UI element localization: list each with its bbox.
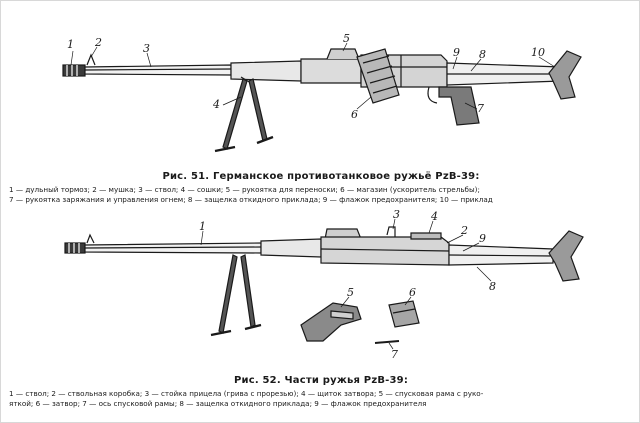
callout-1: 1 (67, 38, 74, 51)
figure-51-legend-line-1: 1 — дульный тормоз; 2 — мушка; 3 — ствол… (9, 185, 480, 194)
figure-51-title-text: Германское противотанковое ружьё PzB-39: (212, 171, 480, 182)
figure-51-caption-title: Рис. 51. Германское противотанковое ружь… (1, 171, 640, 182)
callout-9: 9 (479, 232, 486, 245)
callout-8: 8 (489, 280, 496, 293)
callout-1: 1 (199, 220, 206, 233)
callout-4: 4 (213, 98, 220, 111)
callout-10: 10 (531, 46, 545, 59)
callout-5: 5 (347, 286, 354, 299)
callout-6: 6 (351, 108, 358, 121)
figure-52-illustration: 1 2 3 4 5 6 7 8 9 (1, 207, 640, 375)
callout-9: 9 (453, 46, 460, 59)
callout-2: 2 (95, 36, 102, 49)
figure-52-legend-line-2: яткой; 6 — затвор; 7 — ось спусковой рам… (9, 398, 427, 408)
figure-52-caption-title: Рис. 52. Части ружья PzB-39: (1, 375, 640, 386)
figure-51-legend: 1 — дульный тормоз; 2 — мушка; 3 — ствол… (9, 185, 633, 204)
callout-3: 3 (393, 208, 400, 221)
callout-4: 4 (431, 210, 438, 223)
figure-52-title-text: Части ружья PzB-39: (284, 375, 409, 386)
callout-6: 6 (409, 286, 416, 299)
callout-2: 2 (461, 224, 468, 237)
callout-7: 7 (391, 348, 398, 361)
rifle-parts-drawing-52 (64, 218, 584, 350)
figure-52-legend-line-1: 1 — ствол; 2 — ствольная коробка; 3 — ст… (9, 389, 484, 398)
figure-51-number: Рис. 51. (162, 171, 210, 182)
callout-5: 5 (343, 32, 350, 45)
figure-52-legend: 1 — ствол; 2 — ствольная коробка; 3 — ст… (9, 389, 633, 408)
figure-52-number: Рис. 52. (233, 375, 281, 386)
callout-7: 7 (477, 102, 484, 115)
figure-51-illustration: 1 2 3 4 5 6 7 8 9 10 (1, 1, 640, 171)
callout-3: 3 (143, 42, 150, 55)
figure-51-legend-line-2: 7 — рукоятка заряжания и управления огне… (9, 194, 493, 204)
rifle-drawing-51 (62, 42, 582, 153)
callout-8: 8 (479, 48, 486, 61)
